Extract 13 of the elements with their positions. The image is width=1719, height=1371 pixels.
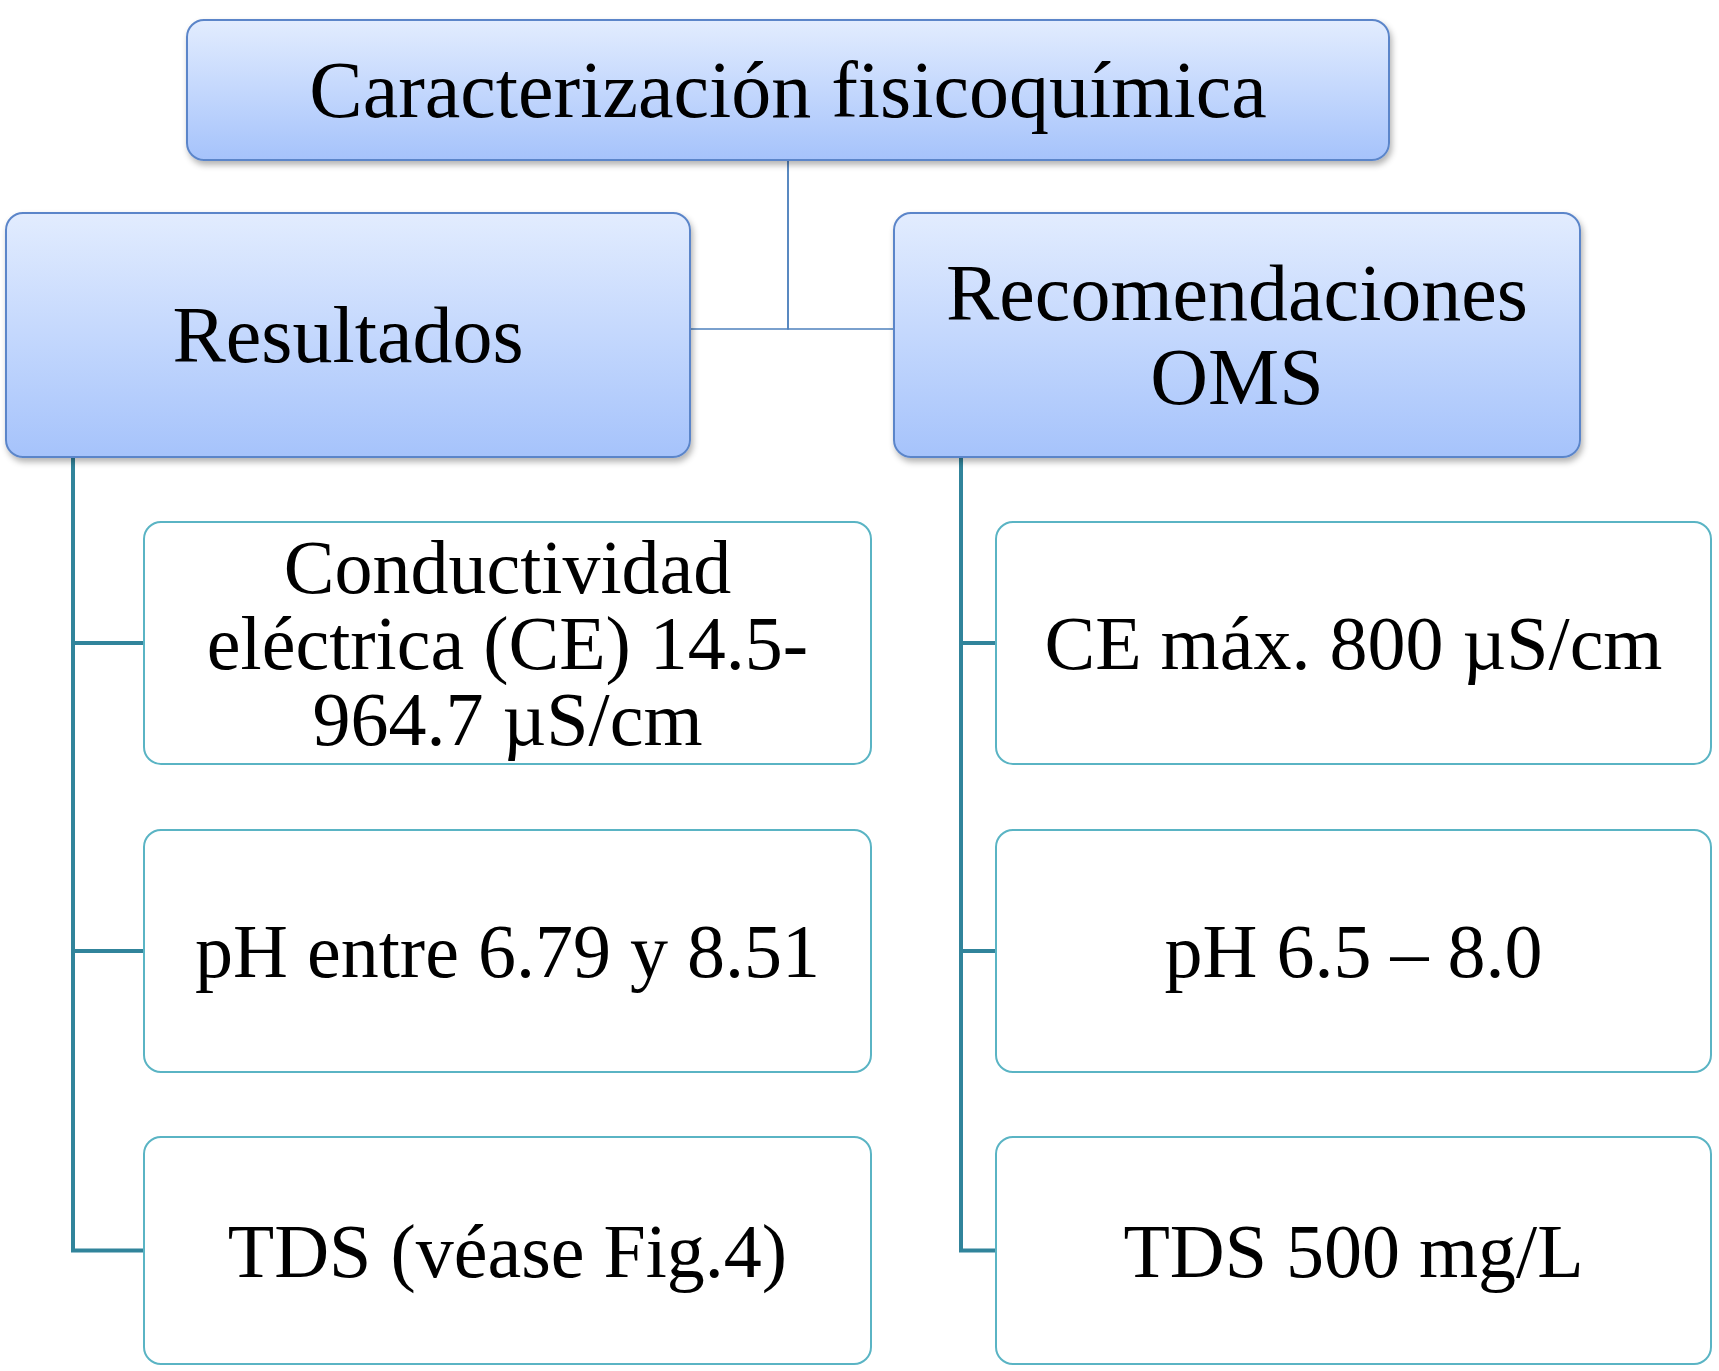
item-box (143, 1136, 872, 1365)
connector-line (787, 160, 894, 330)
item-box (995, 521, 1712, 765)
node-text: Caracterización fisicoquímica (309, 48, 1267, 132)
heading-box (893, 212, 1581, 458)
heading-box (186, 19, 1390, 161)
item-box (995, 829, 1712, 1073)
item-box (995, 1136, 1712, 1365)
node-text: Resultados (172, 293, 524, 377)
item-box (143, 829, 872, 1073)
item-box (143, 521, 872, 765)
heading-box (5, 212, 691, 458)
node-text: Recomendaciones OMS (945, 251, 1529, 419)
